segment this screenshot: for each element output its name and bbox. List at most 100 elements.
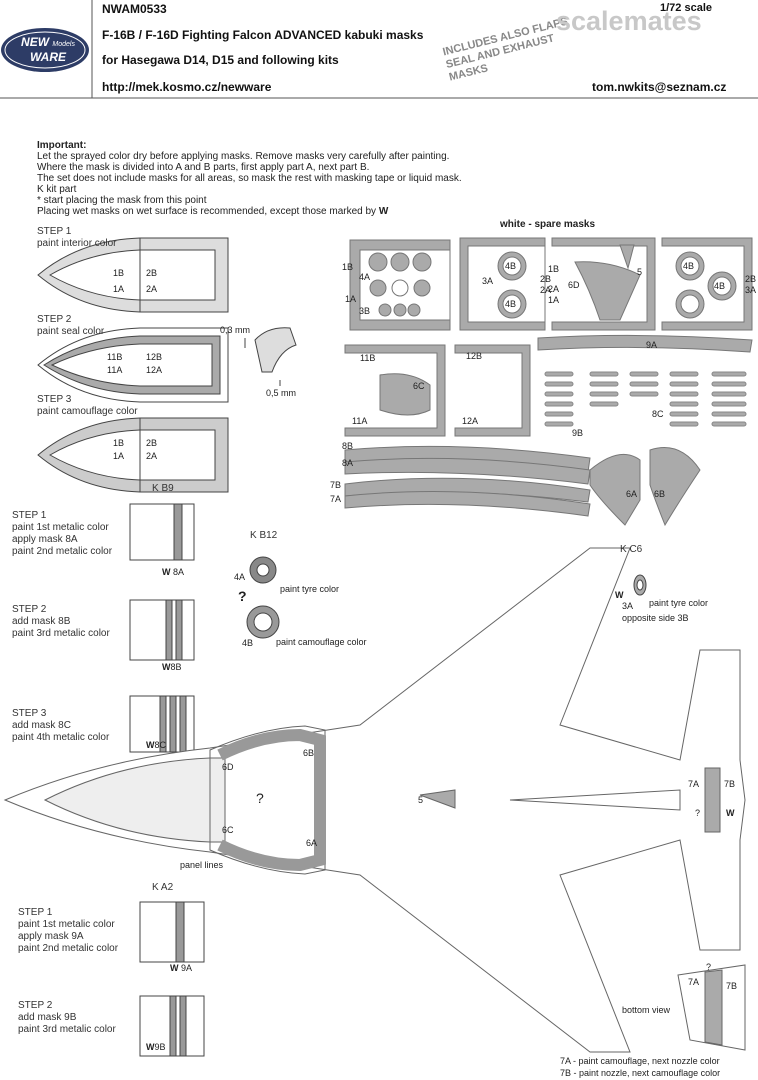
step-title: STEP 2 xyxy=(37,314,72,325)
logo-oval xyxy=(1,28,89,72)
w-mark: W xyxy=(615,590,624,600)
w-mark-letter: W xyxy=(726,808,735,818)
tag-label: 9A xyxy=(181,963,193,973)
sheet-label: 3B xyxy=(359,306,371,316)
logo-tag: Models xyxy=(52,41,75,48)
kit-part-b12: K B12 xyxy=(250,530,278,541)
sheet-label: 2B xyxy=(540,274,552,284)
w-tag: W8B xyxy=(162,662,182,672)
sheet-label: 2A xyxy=(548,284,560,294)
w-mark: W xyxy=(146,740,155,750)
mask-label: 2A xyxy=(146,284,158,294)
step-title: STEP 3 xyxy=(37,394,72,405)
b9-step-2: STEP 2 add mask 8B paint 3rd metalic col… xyxy=(12,604,110,640)
nozzle-strip-marks xyxy=(544,371,747,427)
important-line: Let the sprayed color dry before applyin… xyxy=(37,151,450,162)
sheet-label: 4A xyxy=(359,272,371,282)
w-mark-letter: W xyxy=(615,590,624,600)
legend-line-2: 7B - paint nozzle, next camouflage color xyxy=(560,1068,721,1078)
sheet-label: 11B xyxy=(360,353,376,363)
sheet-label: 12A xyxy=(462,416,479,426)
panel-lines-label: panel lines xyxy=(180,860,224,870)
sheet-label: 12B xyxy=(466,351,483,361)
sheet-label: 8B xyxy=(342,441,354,451)
step-title: STEP 2 xyxy=(12,604,47,615)
mask-label: 1A xyxy=(113,451,125,461)
kit-part-c6: K C6 xyxy=(620,544,643,555)
important-heading: Important: xyxy=(37,140,87,151)
a2-step-1: STEP 1 paint 1st metalic color apply mas… xyxy=(18,907,118,955)
step-line: paint 3rd metalic color xyxy=(18,1024,116,1035)
url-link[interactable]: http://mek.kosmo.cz/newware xyxy=(102,80,272,94)
step-line: paint 4th metalic color xyxy=(12,732,110,743)
step-line: apply mask 9A xyxy=(18,931,84,942)
step-line: add mask 9B xyxy=(18,1012,77,1023)
tag-label: 8C xyxy=(154,740,167,750)
legend-line-1: 7A - paint camouflage, next nozzle color xyxy=(560,1056,720,1066)
tag-label: 8B xyxy=(170,662,182,672)
sheet-label: 5 xyxy=(637,267,643,277)
question-mark: ? xyxy=(238,588,247,604)
plane-label: 6D xyxy=(222,762,234,772)
wheel-text: paint camouflage color xyxy=(276,637,367,647)
sheet-label: 4B xyxy=(505,261,517,271)
w-mark: W xyxy=(146,1042,155,1052)
sheet-label: 7A xyxy=(330,494,342,504)
step-title: STEP 1 xyxy=(12,510,47,521)
sheet-label: 4B xyxy=(714,281,726,291)
brand-logo: NEW Models WARE xyxy=(8,36,88,64)
canopy-step3-drawing xyxy=(37,417,229,493)
mask-label: 2B xyxy=(146,438,158,448)
w-tag: W8C xyxy=(146,740,166,750)
plane-label: 7A xyxy=(688,779,700,789)
step-line: paint 1st metalic color xyxy=(12,522,109,533)
step-title: STEP 1 xyxy=(37,226,72,237)
plane-label: 6C xyxy=(222,825,234,835)
bottom-view-label: bottom view xyxy=(622,1005,671,1015)
b9-step-1: STEP 1 paint 1st metalic color apply mas… xyxy=(12,510,112,558)
sheet-label: 9B xyxy=(572,428,584,438)
mask-label: 2B xyxy=(146,268,158,278)
plane-label: 7B xyxy=(726,981,738,991)
dimension-label: 0,3 mm xyxy=(220,325,251,335)
sheet-label: 3A xyxy=(482,276,494,286)
sheet-label: 3A xyxy=(745,285,757,295)
plane-label: 6B xyxy=(303,748,315,758)
mask-label: 2A xyxy=(146,451,158,461)
step-line: paint 2nd metalic color xyxy=(18,943,119,954)
email-link[interactable]: tom.nwkits@seznam.cz xyxy=(592,80,727,94)
mask-sheet xyxy=(344,237,753,527)
sheet-label: 6B xyxy=(654,489,666,499)
seal-detail-drawing xyxy=(244,327,297,386)
logo-line-1: NEW xyxy=(21,35,50,49)
w-mark: W xyxy=(162,567,171,577)
dimension-label: 0,5 mm xyxy=(266,388,297,398)
canopy-step2-drawing xyxy=(37,327,229,403)
step-line: paint 2nd metalic color xyxy=(12,546,113,557)
wheel-label: 4A xyxy=(234,572,246,582)
sheet-label: 1B xyxy=(548,264,560,274)
question-mark: ? xyxy=(256,790,264,806)
mask-label: 12B xyxy=(146,352,163,362)
wheel-text: opposite side 3B xyxy=(622,613,689,623)
important-line: The set does not include masks for all a… xyxy=(37,173,462,184)
w-mark: W xyxy=(726,808,735,818)
spare-masks-title: white - spare masks xyxy=(500,219,596,230)
step-title: STEP 3 xyxy=(12,708,47,719)
sheet-label: 6C xyxy=(413,381,425,391)
question-mark: ? xyxy=(695,808,701,818)
wheel-label: 3A xyxy=(622,601,634,611)
canopy-step1-drawing xyxy=(37,237,229,313)
tag-label: 8A xyxy=(173,567,185,577)
step-text: paint seal color xyxy=(37,326,105,337)
mask-label: 1B xyxy=(113,268,125,278)
nozzle-b9-drawings xyxy=(129,503,195,753)
mask-label: 12A xyxy=(146,365,163,375)
title-line-2: for Hasegawa D14, D15 and following kits xyxy=(102,53,339,67)
b9-step-3: STEP 3 add mask 8C paint 4th metalic col… xyxy=(12,708,109,744)
title-line-1: F-16B / F-16D Fighting Falcon ADVANCED k… xyxy=(102,28,424,42)
plane-label: 5 xyxy=(418,795,424,805)
bottom-view-drawing xyxy=(677,964,746,1051)
kit-part-a2: K A2 xyxy=(152,882,174,893)
mask-label: 1A xyxy=(113,284,125,294)
